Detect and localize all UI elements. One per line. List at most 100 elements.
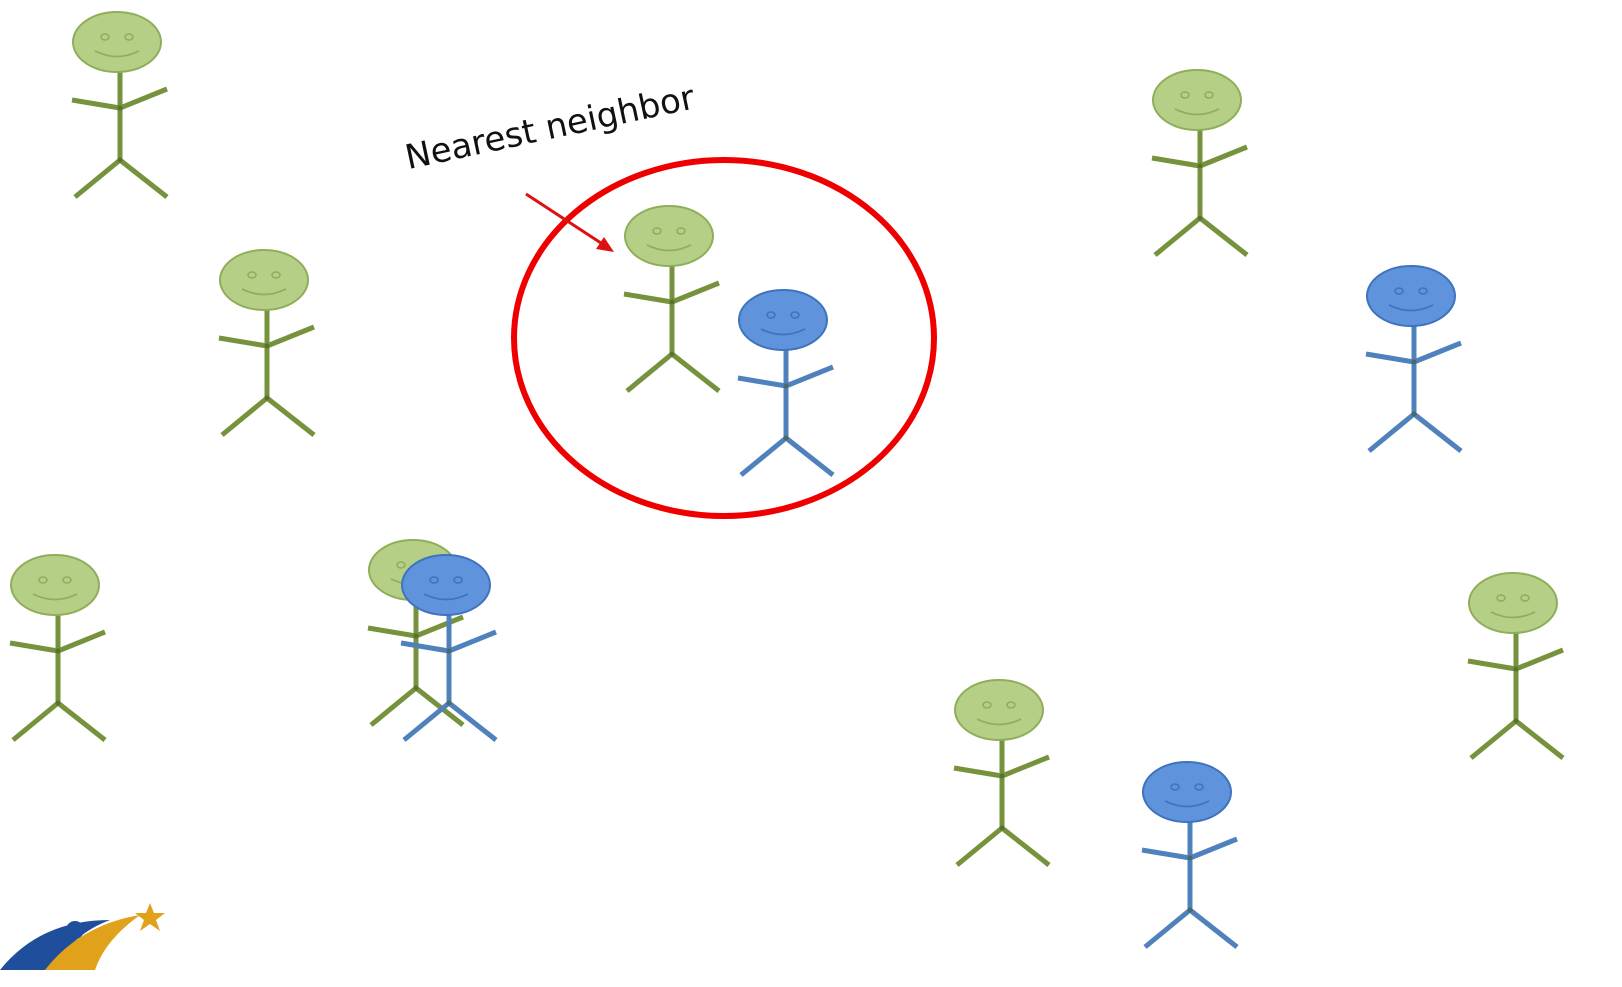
smile (94, 50, 140, 58)
left-leg (1469, 719, 1518, 760)
smile (1490, 611, 1536, 619)
left-eye (1170, 783, 1180, 791)
left-eye (429, 576, 439, 584)
right-arm (1515, 647, 1564, 672)
green-person-figure (953, 679, 1051, 867)
right-leg (784, 436, 835, 477)
right-arm (448, 629, 497, 654)
left-arm (1365, 351, 1415, 365)
left-arm (953, 765, 1003, 779)
smile (32, 593, 78, 601)
nearest-neighbor-circle (511, 157, 937, 519)
blue-person-figure (400, 554, 498, 742)
hip-joint (1187, 907, 1193, 913)
left-eye (247, 271, 257, 279)
right-eye (124, 33, 134, 41)
green-person-figure (9, 554, 107, 742)
left-leg (1367, 412, 1416, 453)
shoulder-joint (55, 648, 61, 654)
left-eye (1180, 91, 1190, 99)
shoulder-joint (669, 299, 675, 305)
right-arm (785, 364, 834, 389)
smiley-face-icon (738, 289, 828, 351)
right-eye (1194, 783, 1204, 791)
left-arm (367, 625, 417, 639)
right-eye (1520, 594, 1530, 602)
smiley-face-icon (1366, 265, 1456, 327)
hip-joint (55, 700, 61, 706)
shoulder-joint (1197, 163, 1203, 169)
hip-joint (669, 351, 675, 357)
left-leg (625, 352, 674, 393)
hip-joint (1411, 411, 1417, 417)
left-arm (400, 640, 450, 654)
smile (646, 244, 692, 252)
smile (976, 718, 1022, 726)
blue-person-figure (1141, 761, 1239, 949)
smiley-face-icon (954, 679, 1044, 741)
blue-person-figure (737, 289, 835, 477)
hip-joint (413, 685, 419, 691)
smile (760, 328, 806, 336)
right-eye (1006, 701, 1016, 709)
right-eye (790, 311, 800, 319)
smiley-face-icon (1152, 69, 1242, 131)
smiley-face-icon (1142, 761, 1232, 823)
left-eye (38, 576, 48, 584)
left-eye (1496, 594, 1506, 602)
shoulder-joint (1187, 855, 1193, 861)
smiley-face-icon (10, 554, 100, 616)
right-leg (1000, 826, 1051, 867)
left-eye (766, 311, 776, 319)
smile (241, 288, 287, 296)
green-person-figure (1467, 572, 1565, 760)
shoulder-joint (1513, 666, 1519, 672)
right-eye (1204, 91, 1214, 99)
shoulder-joint (783, 383, 789, 389)
shoulder-joint (413, 633, 419, 639)
shoulder-joint (264, 343, 270, 349)
right-leg (447, 701, 498, 742)
hip-joint (264, 395, 270, 401)
left-eye (396, 561, 406, 569)
left-arm (1141, 847, 1191, 861)
right-arm (415, 614, 464, 639)
right-leg (118, 158, 169, 199)
left-leg (220, 396, 269, 437)
right-arm (1001, 754, 1050, 779)
left-eye (982, 701, 992, 709)
left-leg (11, 701, 60, 742)
figures-layer (9, 11, 1565, 949)
left-leg (402, 701, 451, 742)
smiley-face-icon (401, 554, 491, 616)
shoulder-joint (999, 773, 1005, 779)
blue-person-figure (1365, 265, 1463, 453)
left-arm (218, 335, 268, 349)
right-eye (1418, 287, 1428, 295)
green-person-figure (623, 205, 721, 393)
left-eye (100, 33, 110, 41)
right-eye (271, 271, 281, 279)
right-eye (676, 227, 686, 235)
right-arm (1189, 836, 1238, 861)
smile (1174, 108, 1220, 116)
smile (1164, 800, 1210, 808)
right-leg (1514, 719, 1565, 760)
left-leg (1143, 908, 1192, 949)
green-person-figure (218, 249, 316, 437)
hip-joint (117, 157, 123, 163)
left-leg (1153, 216, 1202, 257)
left-leg (369, 686, 418, 727)
logo-icon (0, 903, 165, 970)
hip-joint (1513, 718, 1519, 724)
green-person-figure (1151, 69, 1249, 257)
shoulder-joint (446, 648, 452, 654)
smiley-face-icon (72, 11, 162, 73)
left-arm (1467, 658, 1517, 672)
smiley-face-icon (624, 205, 714, 267)
right-arm (266, 324, 315, 349)
green-person-figure (71, 11, 169, 199)
shoulder-joint (1411, 359, 1417, 365)
annotation-arrow (525, 192, 614, 252)
